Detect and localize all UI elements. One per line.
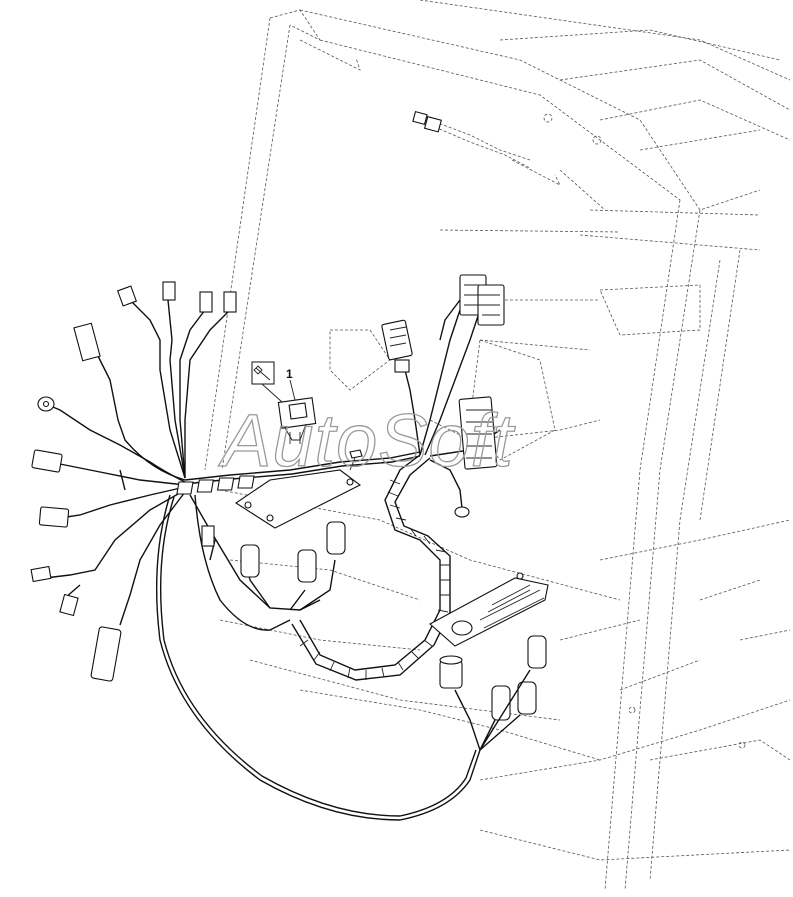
tool-icon bbox=[253, 365, 271, 381]
connector-d bbox=[223, 291, 237, 313]
switch-panel-right bbox=[429, 572, 549, 647]
connector-b bbox=[162, 281, 176, 301]
connector-n bbox=[326, 521, 346, 555]
connector-h bbox=[30, 565, 52, 583]
spiral-harness bbox=[291, 299, 501, 681]
right-upper-connectors bbox=[381, 274, 505, 518]
connector-f bbox=[31, 449, 63, 473]
connector-e bbox=[73, 322, 101, 362]
connector-m bbox=[297, 549, 317, 583]
callout-tool-box: 1 bbox=[251, 361, 296, 403]
connector-i bbox=[59, 593, 79, 617]
watermark-text: AutoSoft bbox=[218, 399, 516, 482]
right-lower-connectors bbox=[439, 635, 547, 751]
connector-k bbox=[201, 525, 215, 547]
connector-l bbox=[240, 544, 260, 578]
roof-connector bbox=[412, 110, 442, 133]
connector-a bbox=[116, 285, 138, 307]
cab-frame bbox=[204, 0, 791, 891]
callout-number: 1 bbox=[286, 367, 293, 381]
switch-panel-left bbox=[176, 449, 363, 529]
connector-j bbox=[90, 626, 122, 682]
connector-g bbox=[38, 506, 70, 528]
connector-c bbox=[199, 291, 213, 313]
rocker-switch bbox=[277, 397, 317, 444]
left-connectors bbox=[30, 281, 346, 682]
